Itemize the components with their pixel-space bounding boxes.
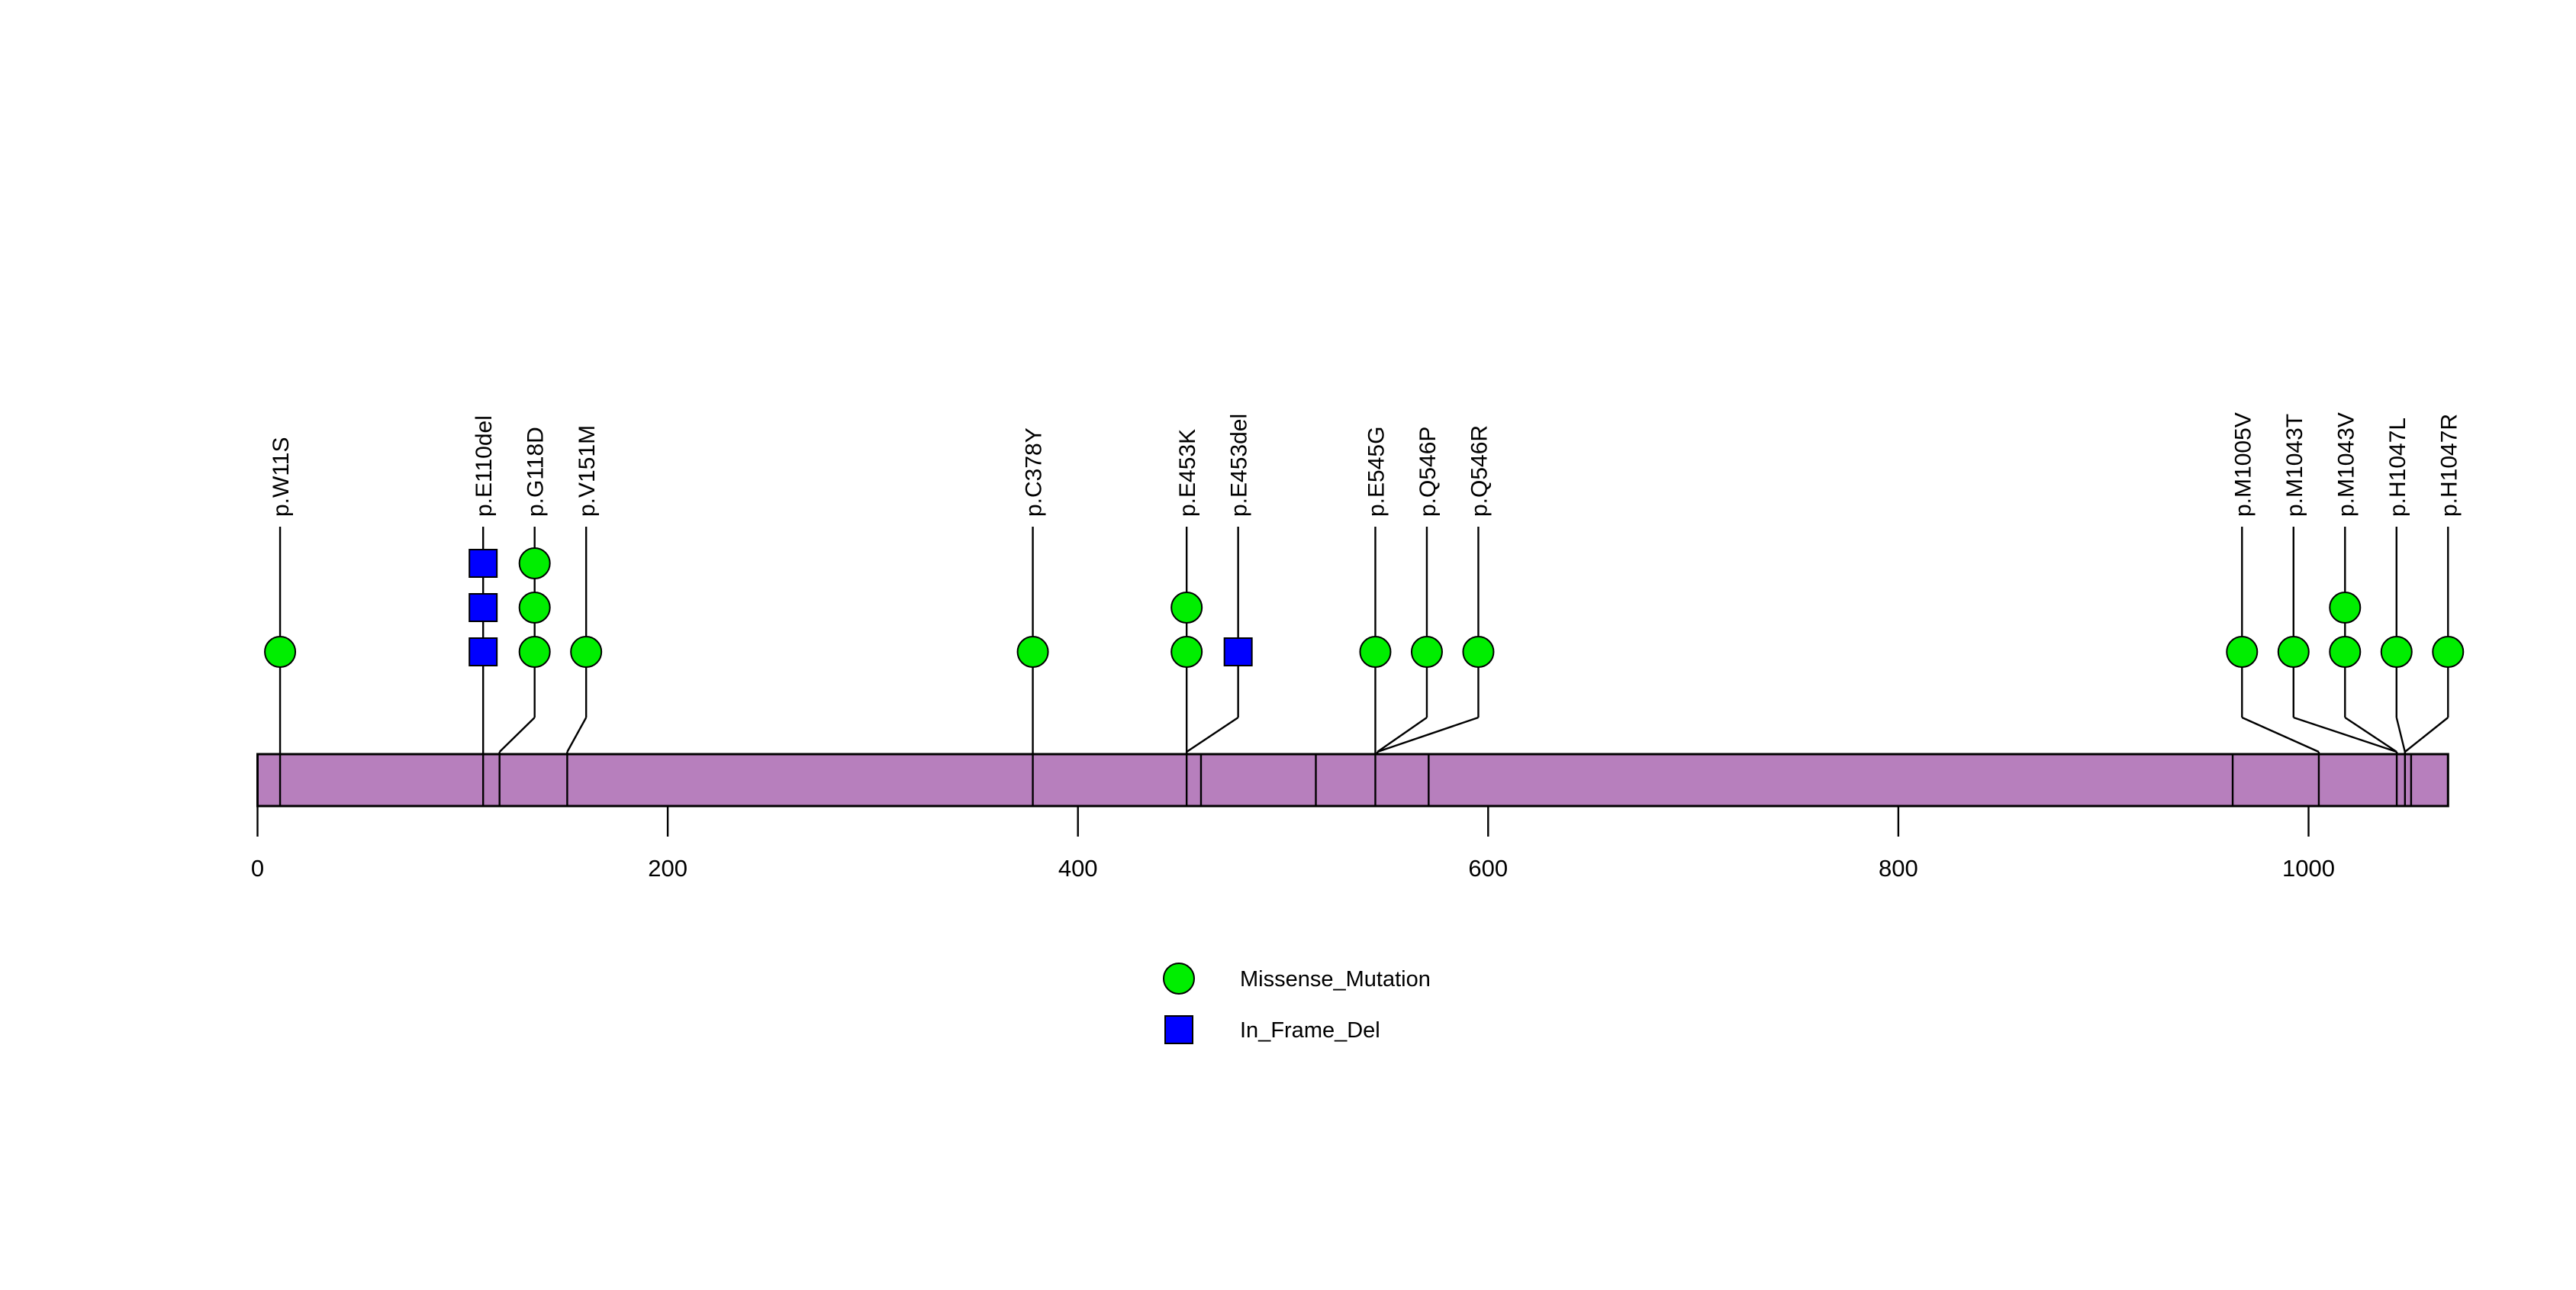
missense-circle-marker[interactable] <box>2329 592 2362 624</box>
in-frame-del-square-marker[interactable] <box>469 637 498 666</box>
stem-connector <box>2404 717 2449 753</box>
in-frame-del-square-marker[interactable] <box>469 593 498 622</box>
mutation-label: p.E453del <box>1227 414 1252 517</box>
mutation-label: p.M1043T <box>2282 414 2307 517</box>
missense-circle-marker[interactable] <box>518 592 551 624</box>
stem-connector <box>1377 716 1479 753</box>
mutation-marker-stack[interactable] <box>1462 636 1495 668</box>
mutation-label: p.Q546R <box>1467 425 1492 517</box>
mutation-marker-stack[interactable] <box>1016 636 1049 668</box>
mutation-label: p.Q546P <box>1415 427 1441 517</box>
mutation-label: p.M1005V <box>2230 412 2256 517</box>
missense-circle-marker[interactable] <box>570 636 603 668</box>
mutation-label: p.E545G <box>1364 427 1389 517</box>
missense-circle-marker[interactable] <box>2277 636 2310 668</box>
mutation-marker-stack[interactable] <box>2432 636 2465 668</box>
missense-circle-marker[interactable] <box>2432 636 2465 668</box>
mutation-marker-stack[interactable] <box>1410 636 1443 668</box>
mutation-marker-stack[interactable] <box>1359 636 1392 668</box>
legend-label: In_Frame_Del <box>1240 1018 1380 1043</box>
mutation-marker-stack[interactable] <box>2329 592 2362 668</box>
stem-connector <box>2344 717 2397 753</box>
x-axis-tick-label: 400 <box>1058 855 1098 882</box>
stem-connector <box>1377 717 1428 753</box>
stem-connector <box>566 717 588 753</box>
legend-square-swatch <box>1164 1015 1193 1044</box>
missense-circle-marker[interactable] <box>1359 636 1392 668</box>
stem-connector <box>2241 716 2320 753</box>
mutation-marker-stack[interactable] <box>2277 636 2310 668</box>
mutation-marker-stack[interactable] <box>2226 636 2259 668</box>
legend-label: Missense_Mutation <box>1240 967 1431 992</box>
mutation-label: p.W11S <box>269 437 294 518</box>
mutation-labels-layer: p.W11S p.E110del p.G118D p.V151M p.C378Y p.E4… <box>269 412 2462 517</box>
stem-connector <box>2293 716 2397 753</box>
mutation-marker-stack[interactable] <box>264 636 297 668</box>
mutation-marker-stack[interactable] <box>2380 636 2413 668</box>
missense-circle-marker[interactable] <box>1410 636 1443 668</box>
in-frame-del-square-marker[interactable] <box>469 549 498 578</box>
missense-circle-marker[interactable] <box>2380 636 2413 668</box>
legend-circle-swatch <box>1163 963 1195 995</box>
missense-circle-marker[interactable] <box>264 636 297 668</box>
mutation-label: p.H1047L <box>2385 418 2410 517</box>
missense-circle-marker[interactable] <box>2329 636 2362 668</box>
mutation-marker-stack[interactable] <box>469 549 498 666</box>
mutation-label: p.V151M <box>575 425 600 517</box>
x-axis-layer: 0 200 400 600 800 1000 <box>251 805 2449 882</box>
mutation-label: p.H1047R <box>2436 414 2462 517</box>
mutation-marker-stack[interactable] <box>518 547 551 668</box>
mutation-markers-layer <box>264 547 2465 668</box>
stem-connector <box>2395 717 2407 753</box>
mutation-label: p.E453K <box>1175 429 1200 517</box>
protein-backbone-bar <box>256 753 2449 808</box>
mutation-label: p.E110del <box>472 415 497 517</box>
missense-circle-marker[interactable] <box>2226 636 2259 668</box>
mutation-marker-stack[interactable] <box>1223 637 1253 666</box>
stem-connector <box>498 717 536 753</box>
x-axis-tick-label: 600 <box>1468 855 1508 882</box>
x-axis-tick-label: 800 <box>1879 855 1918 882</box>
in-frame-del-square-marker[interactable] <box>1223 637 1253 666</box>
x-axis-tick-label: 1000 <box>2282 855 2335 882</box>
missense-circle-marker[interactable] <box>1462 636 1495 668</box>
mutation-label: p.C378Y <box>1022 427 1047 517</box>
mutation-marker-stack[interactable] <box>570 636 603 668</box>
x-axis-tick-label: 0 <box>251 855 264 882</box>
missense-circle-marker[interactable] <box>518 547 551 579</box>
x-axis-tick-label: 200 <box>648 855 687 882</box>
mutation-label: p.G118D <box>523 427 549 517</box>
mutation-label: p.M1043V <box>2333 412 2359 517</box>
mutation-marker-stack[interactable] <box>1170 592 1203 668</box>
stem-connector <box>1186 717 1239 753</box>
protein-bar-layer <box>256 753 2449 808</box>
missense-circle-marker[interactable] <box>1170 636 1203 668</box>
missense-circle-marker[interactable] <box>1016 636 1049 668</box>
missense-circle-marker[interactable] <box>1170 592 1203 624</box>
missense-circle-marker[interactable] <box>518 636 551 668</box>
